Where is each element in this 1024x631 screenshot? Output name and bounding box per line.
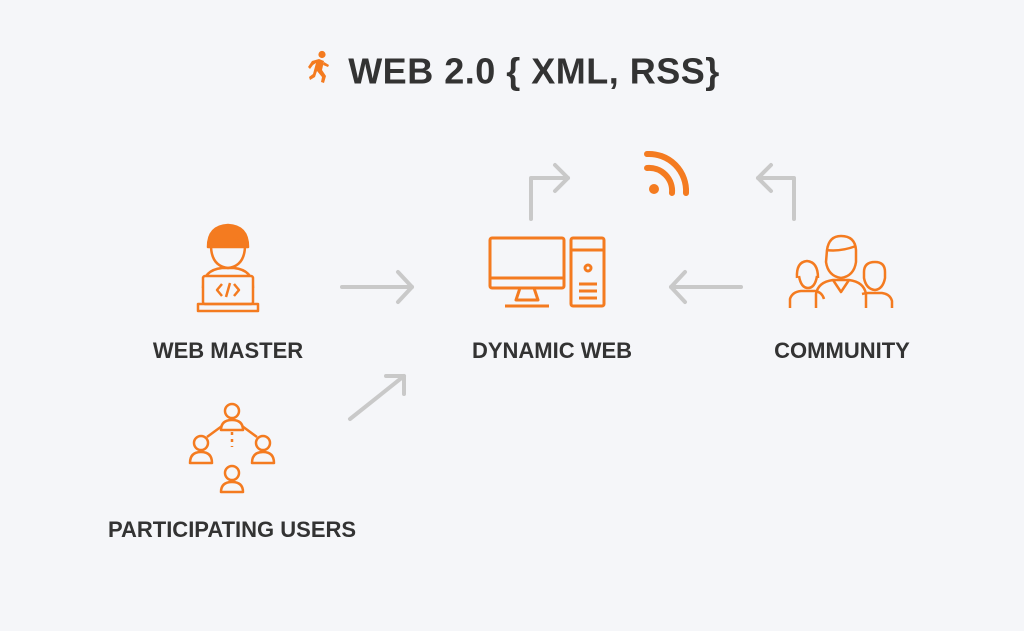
arrow-users-to-dynamic — [348, 374, 406, 421]
arrow-community-to-rss — [756, 163, 796, 221]
arrow-community-to-dynamic — [669, 270, 743, 304]
web-master-label: WEB MASTER — [152, 338, 304, 363]
web-master-icon — [196, 223, 260, 313]
computer-icon — [488, 236, 606, 308]
arrow-webmaster-to-dynamic — [340, 270, 414, 304]
community-icon — [788, 234, 894, 308]
community-label: COMMUNITY — [774, 338, 910, 363]
dynamic-web-label: DYNAMIC WEB — [471, 338, 633, 363]
arrow-dynamic-to-rss — [529, 163, 570, 221]
participating-users-label: PARTICIPATING USERS — [107, 517, 357, 542]
title-text: WEB 2.0 { XML, RSS} — [348, 50, 720, 92]
rss-icon — [644, 150, 690, 196]
running-person-icon — [304, 50, 334, 93]
page-title: WEB 2.0 { XML, RSS} — [0, 48, 1024, 93]
participating-users-icon — [188, 402, 276, 494]
